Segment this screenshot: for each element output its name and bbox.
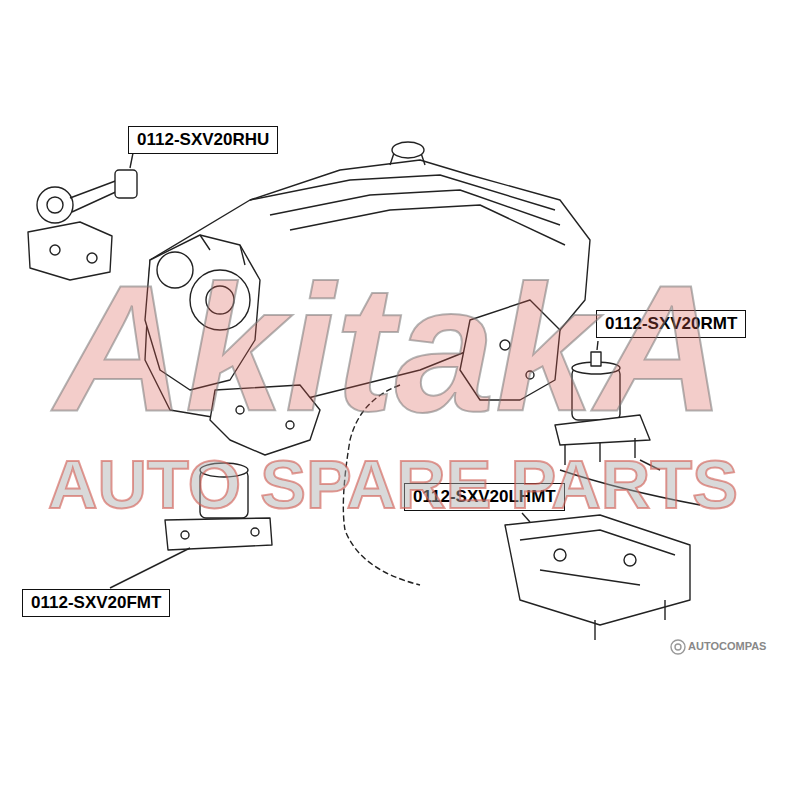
part-number: 0112-SXV20RHU bbox=[137, 130, 269, 150]
watermark: AkitakA bbox=[55, 245, 725, 452]
part-number-box: 0112-SXV20FMT bbox=[22, 589, 170, 617]
part-number: 0112-SXV20FMT bbox=[31, 593, 161, 613]
watermark: AUTO SPARE PARTS bbox=[48, 445, 738, 524]
part-number-box: 0112-SXV20RHU bbox=[128, 126, 278, 154]
brand-mark: AUTOCOMPAS bbox=[688, 640, 766, 652]
